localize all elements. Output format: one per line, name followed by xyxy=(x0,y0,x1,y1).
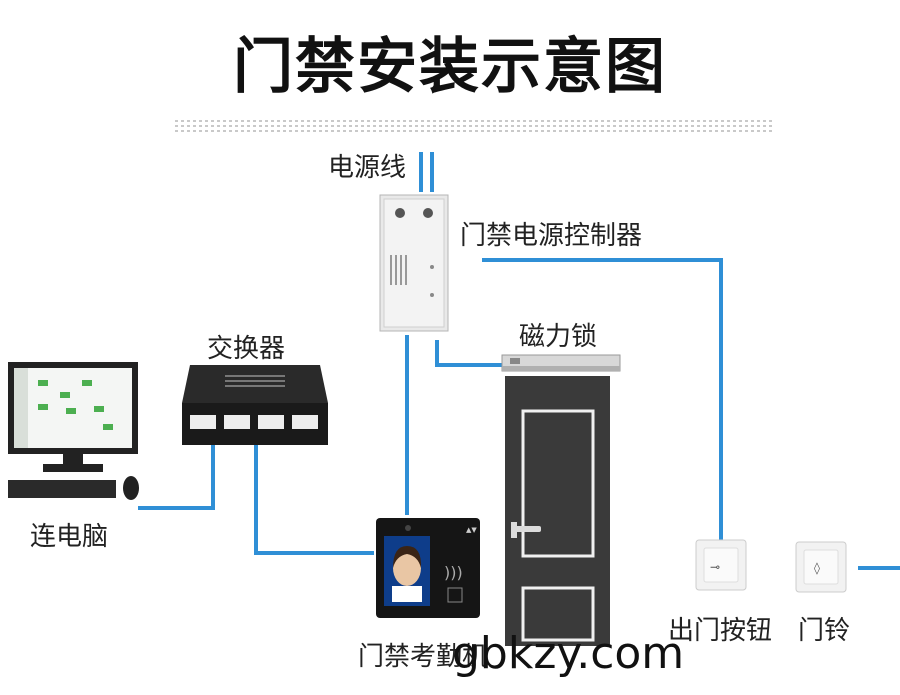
title-divider xyxy=(175,117,775,132)
network-switch-icon xyxy=(182,365,328,445)
wire-to-terminal-h xyxy=(254,551,374,555)
label-power-line: 电源线 xyxy=(328,153,407,183)
doorbell-icon[interactable]: ◊ xyxy=(795,541,848,594)
label-controller: 门禁电源控制器 xyxy=(460,221,643,251)
page-title: 门禁安装示意图 xyxy=(233,32,667,102)
wire-doorbell-out xyxy=(858,566,900,570)
door-icon xyxy=(505,376,610,646)
label-doorbell: 门铃 xyxy=(798,616,851,646)
label-computer: 连电脑 xyxy=(30,522,109,552)
svg-text:))): ))) xyxy=(444,563,463,582)
wire-switch-down xyxy=(211,445,215,510)
wire-controller-top xyxy=(482,258,722,262)
label-switch: 交换器 xyxy=(207,334,286,364)
wire-to-terminal xyxy=(405,335,409,515)
wire-to-computer xyxy=(138,506,215,510)
label-exit-button: 出门按钮 xyxy=(668,616,773,646)
exit-button-icon[interactable]: ⊸ xyxy=(695,539,748,592)
wire-to-maglock-v xyxy=(435,340,439,366)
power-controller-icon xyxy=(379,194,449,332)
power-wire-right xyxy=(430,152,434,192)
svg-text:◊: ◊ xyxy=(814,561,820,575)
label-terminal: 门禁考勤机 xyxy=(358,642,489,672)
watermark-text: gbkzy.com xyxy=(452,628,685,679)
face-terminal-icon: ▲▼ ))) xyxy=(376,518,480,618)
power-wire-left xyxy=(419,152,423,192)
wire-to-exit-button xyxy=(719,258,723,540)
label-maglock: 磁力锁 xyxy=(519,322,598,352)
svg-text:⊸: ⊸ xyxy=(710,560,720,574)
wire-to-maglock-h xyxy=(435,363,505,367)
computer-icon xyxy=(8,362,139,500)
svg-text:▲▼: ▲▼ xyxy=(466,526,477,534)
wire-switch-down-2 xyxy=(254,445,258,555)
maglock-icon xyxy=(501,354,621,372)
